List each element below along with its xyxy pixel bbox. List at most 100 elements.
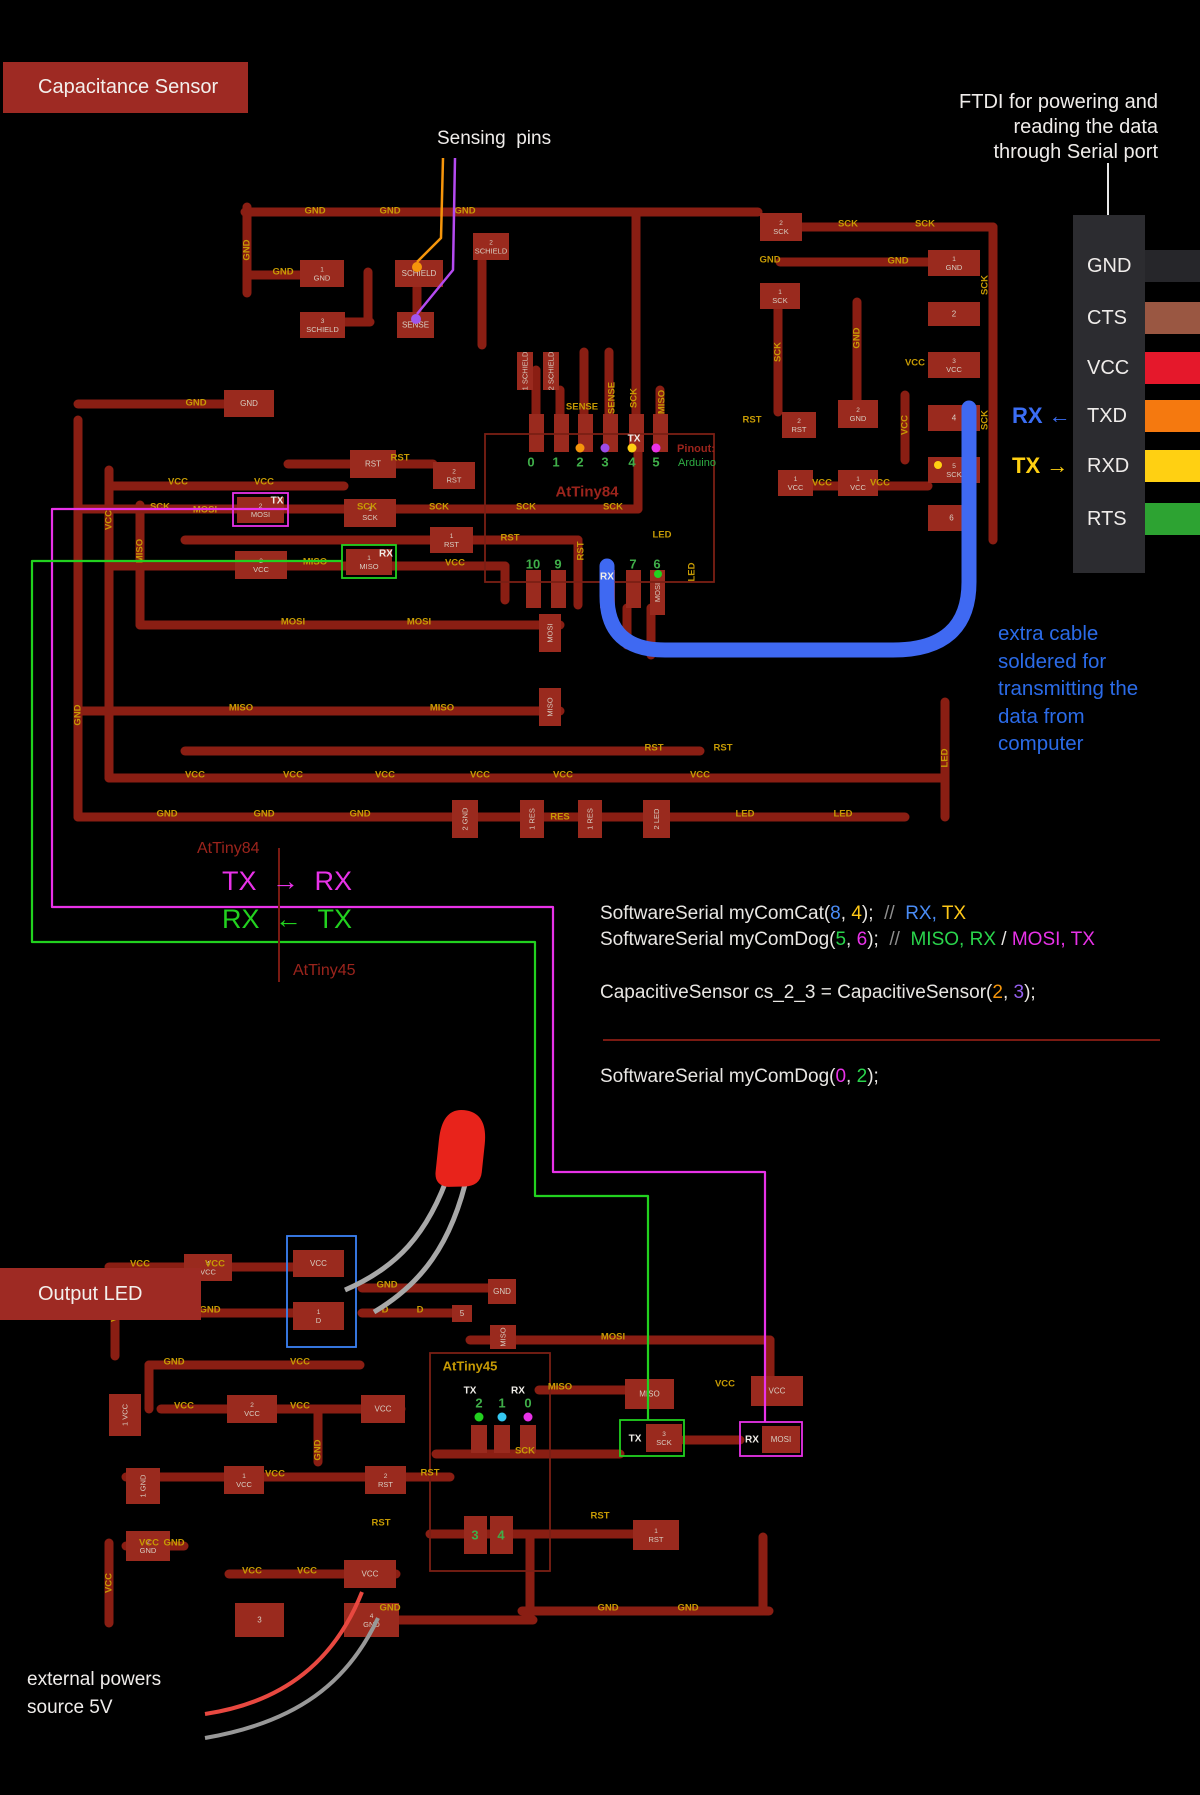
board-text-rst: RST <box>714 743 733 754</box>
board-text-miso: MISO <box>135 539 146 563</box>
pad-label: MISO <box>639 1390 659 1399</box>
pad <box>471 1425 487 1453</box>
pad-label: MOSI <box>771 1435 791 1444</box>
board-text-gnd: GND <box>253 809 274 820</box>
pad-label: 3 <box>257 1616 262 1625</box>
capacitance-sensor-title-badge: Capacitance Sensor <box>3 62 248 113</box>
board-text-gnd: GND <box>454 206 475 217</box>
board-text-0: 0 <box>524 1396 531 1411</box>
output-led-title: Output LED <box>38 1282 143 1305</box>
legend-bar-rts <box>1145 503 1200 535</box>
board-text-attiny45: AtTiny45 <box>443 1359 498 1374</box>
board-text-rst: RST <box>591 1511 610 1522</box>
pad <box>365 1466 406 1494</box>
pin-dot <box>497 1412 507 1422</box>
board-text-vcc: VCC <box>470 770 490 781</box>
pad <box>633 1520 679 1550</box>
board-text-rst: RST <box>421 1468 440 1479</box>
board-text-10: 10 <box>526 557 540 572</box>
pad <box>344 499 396 527</box>
pad <box>109 1394 141 1436</box>
code-segment: 3 <box>1013 982 1025 1003</box>
board-text-vcc: VCC <box>905 358 925 369</box>
board-text-sck: SCK <box>603 502 623 513</box>
code-segment: // <box>884 903 906 924</box>
board-text-vcc: VCC <box>130 1259 150 1270</box>
extra-cable-note-line: transmitting the <box>998 677 1139 700</box>
crossover-arrow: → <box>272 866 299 896</box>
legend-label-vcc: VCC <box>1087 357 1130 379</box>
board-text-3: 3 <box>471 1528 478 1543</box>
code-segment: 2 <box>856 1066 868 1087</box>
pad-label: GND <box>493 1287 511 1296</box>
pad <box>300 312 345 338</box>
board-text-9: 9 <box>554 557 561 572</box>
pad <box>653 414 668 452</box>
legend-label-cts: CTS <box>1087 307 1127 329</box>
pad <box>361 1395 405 1423</box>
pad <box>543 352 559 390</box>
crossover-rx-row: RX←TX <box>222 904 352 935</box>
board-text-gnd: GND <box>242 239 253 260</box>
crossover-pin-label: TX <box>222 866 257 896</box>
code-segment: / <box>996 929 1012 950</box>
sensing-pins-label: Sensing pins <box>437 128 552 149</box>
pad-label: 2 <box>952 310 957 319</box>
board-text-vcc: VCC <box>445 558 465 569</box>
code-segment: 8 <box>830 903 841 924</box>
green-serial-wire <box>30 559 650 1420</box>
pad-label: SENSE <box>402 321 429 330</box>
board-text-rst: RST <box>372 1518 391 1529</box>
pad <box>526 570 541 608</box>
pin-dot <box>651 443 661 453</box>
legend-bar-txd <box>1145 400 1200 432</box>
pad <box>293 1302 344 1330</box>
pad <box>520 1425 536 1453</box>
pad <box>235 1603 284 1637</box>
pad-label: 1 GND <box>139 1474 148 1498</box>
pad <box>760 213 802 241</box>
crossover-tx-row: TX→RX <box>222 866 352 897</box>
board-text-gnd: GND <box>185 398 206 409</box>
pad-label: VCC <box>769 1387 786 1396</box>
pad <box>520 800 544 838</box>
pad <box>224 1466 264 1494</box>
legend-label-gnd: GND <box>1087 255 1132 277</box>
pad <box>473 233 509 260</box>
pad <box>227 1395 277 1423</box>
board-text-vcc: VCC <box>553 770 573 781</box>
pad-label: MISO <box>546 697 555 716</box>
pad <box>300 260 344 287</box>
board-text-miso: MISO <box>430 703 454 714</box>
board-text-gnd: GND <box>272 267 293 278</box>
crossover-chip-bottom-label: AtTiny45 <box>293 962 356 979</box>
board-text-mosi: MOSI <box>281 617 305 628</box>
board-text-sck: SCK <box>773 342 784 362</box>
pad-label: MOSI <box>653 583 662 602</box>
pad <box>126 1468 160 1504</box>
board-text-vcc: VCC <box>290 1401 310 1412</box>
pad-label: 1 RES <box>586 808 595 830</box>
board-text-led: LED <box>940 748 951 767</box>
board-text-vcc: VCC <box>174 1401 194 1412</box>
code-segment: , <box>846 929 857 950</box>
pad <box>452 800 478 838</box>
board-text-gnd: GND <box>349 809 370 820</box>
board-text-attiny84: AtTiny84 <box>555 484 619 501</box>
board-text-vcc: VCC <box>104 510 115 530</box>
board-text-res: RES <box>550 812 570 823</box>
pad-label: 1 RES <box>528 808 537 830</box>
board-text-vcc: VCC <box>715 1379 735 1390</box>
pad <box>350 450 396 478</box>
board-text-1: 1 <box>498 1396 505 1411</box>
pad-label: MOSI <box>546 623 555 642</box>
